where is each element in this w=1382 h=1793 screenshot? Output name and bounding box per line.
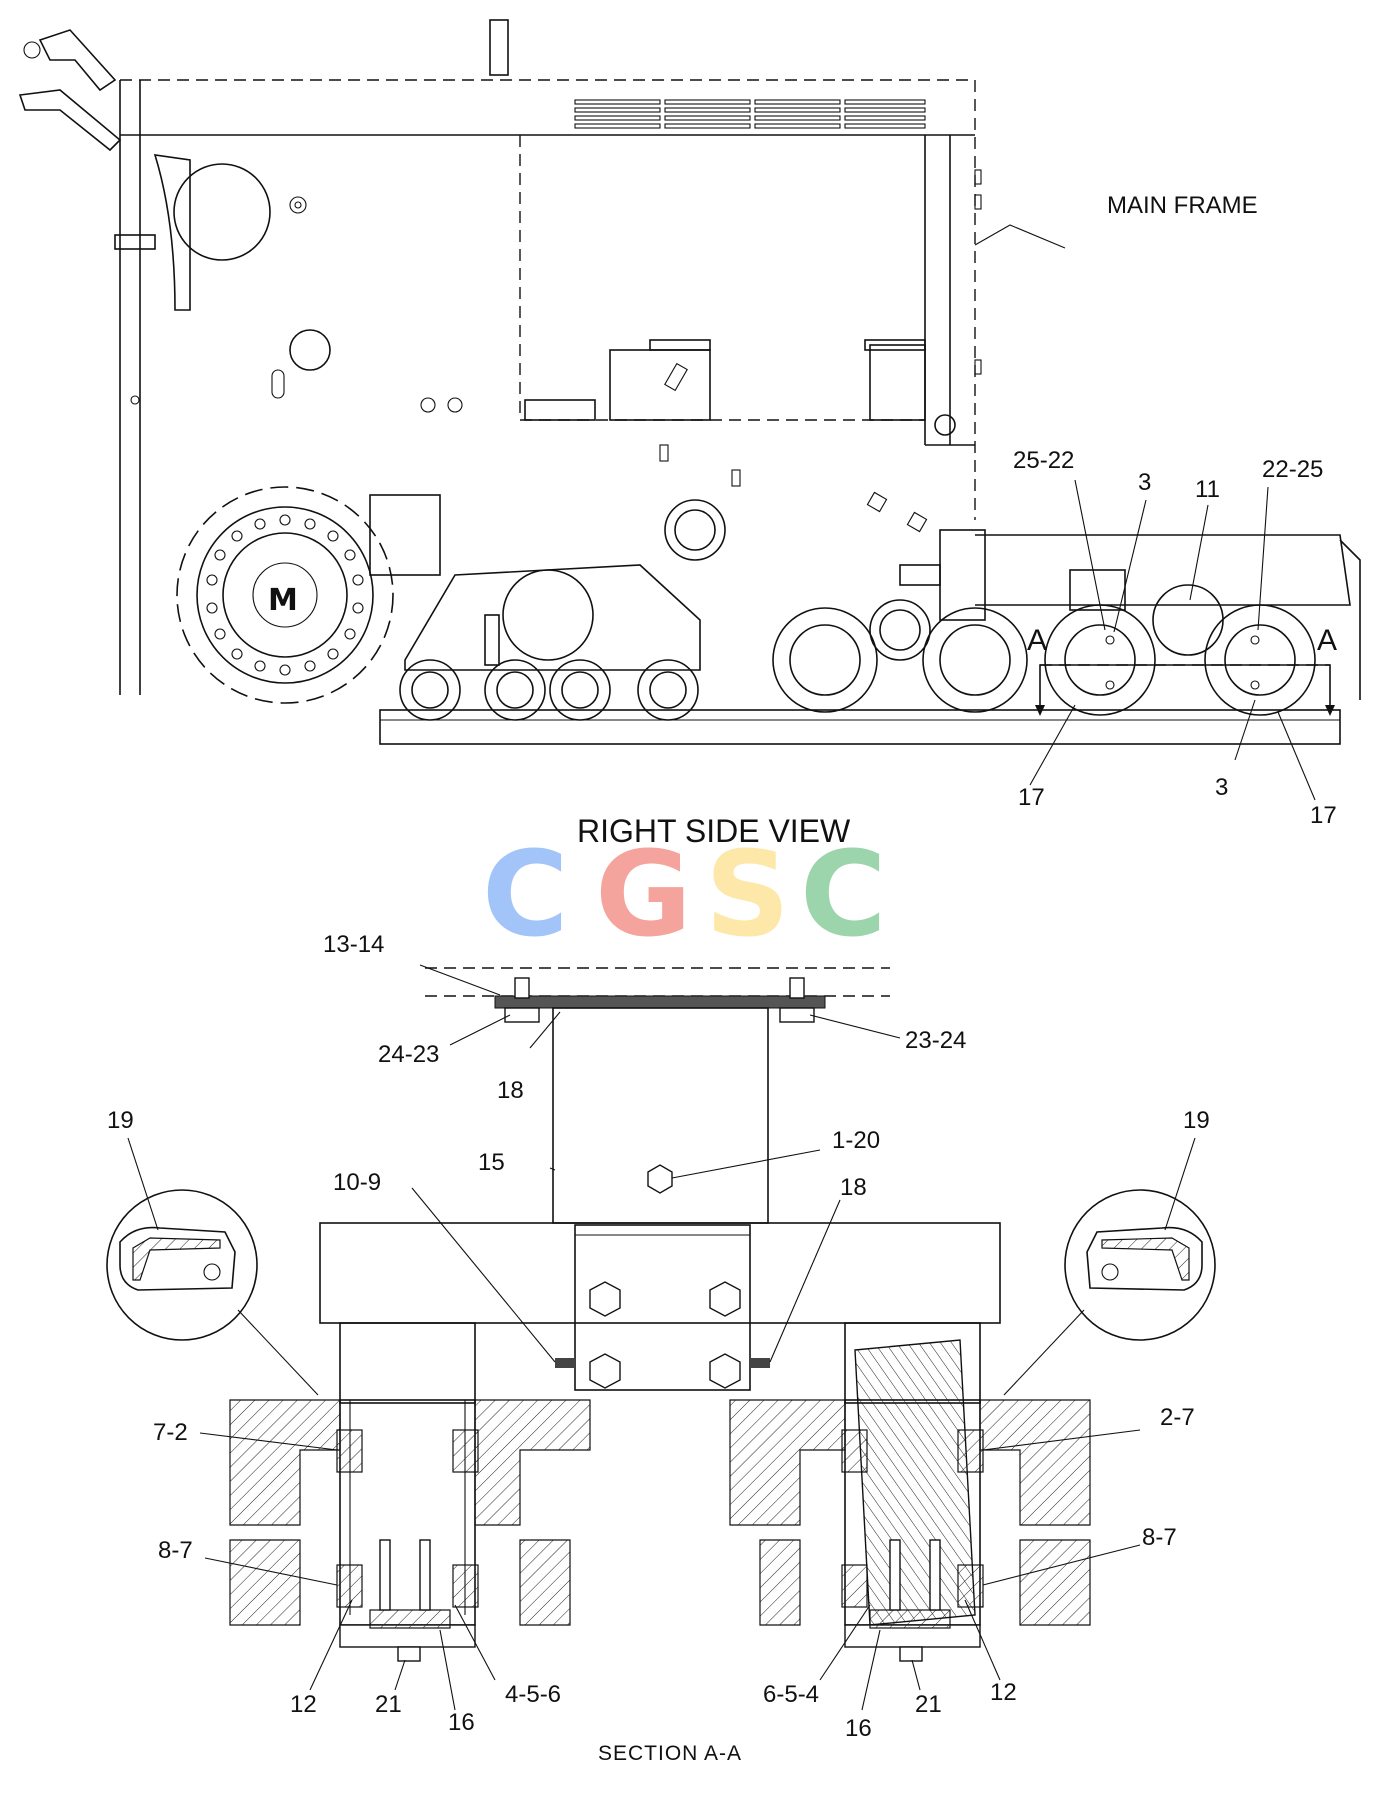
watermark-letter-c1: C	[482, 825, 569, 963]
callout-13-14: 13-14	[323, 931, 384, 958]
leader-lines-section	[127, 964, 1196, 1711]
callout-8-7-right: 8-7	[1142, 1524, 1177, 1551]
callout-18-top: 18	[497, 1077, 524, 1104]
section-title: SECTION A-A	[598, 1742, 742, 1765]
callout-3-upper: 3	[1138, 469, 1151, 496]
section-marker-left: A	[1027, 624, 1047, 657]
drive-sprocket: M	[176, 486, 394, 704]
callout-21-left: 21	[375, 1691, 402, 1718]
left-roller-section	[229, 1322, 591, 1662]
seal-detail-left	[106, 1189, 319, 1396]
seal-detail-right	[1003, 1189, 1216, 1396]
watermark-letter-g: G	[595, 825, 692, 963]
callout-22-25: 22-25	[1262, 456, 1323, 483]
callout-19-right: 19	[1183, 1107, 1210, 1134]
callout-3-lower: 3	[1215, 774, 1228, 801]
callout-24-23: 24-23	[378, 1041, 439, 1068]
section-marker-right: A	[1317, 624, 1337, 657]
callout-19-left: 19	[107, 1107, 134, 1134]
track-roller-frame	[399, 499, 726, 721]
callout-7-2: 7-2	[153, 1419, 188, 1446]
callout-12-right: 12	[990, 1679, 1017, 1706]
track-rail	[379, 709, 1341, 745]
section-a-a: 13-14 24-23 23-24 18 19 19 15 1-20 10-9 …	[106, 931, 1216, 1765]
callout-17-left: 17	[1018, 784, 1045, 811]
watermark-letter-c2: C	[800, 825, 887, 963]
callout-10-9: 10-9	[333, 1169, 381, 1196]
louver-vents	[574, 99, 926, 129]
callout-11: 11	[1195, 476, 1220, 503]
callout-16-right: 16	[845, 1715, 872, 1742]
callout-15: 15	[478, 1149, 505, 1176]
main-frame-label: MAIN FRAME	[1107, 192, 1258, 219]
track-rollers	[772, 529, 1361, 716]
callout-21-right: 21	[915, 1691, 942, 1718]
cgsc-watermark-logo: C G S C	[482, 825, 887, 963]
right-roller-section	[729, 1322, 1091, 1662]
right-side-view-title: RIGHT SIDE VIEW	[577, 813, 851, 849]
callout-4-5-6: 4-5-6	[505, 1681, 561, 1708]
main-frame	[18, 19, 982, 695]
callout-8-7-left: 8-7	[158, 1537, 193, 1564]
callout-23-24: 23-24	[905, 1027, 966, 1054]
callout-1-20: 1-20	[832, 1127, 880, 1154]
sprocket-guard	[369, 494, 441, 576]
callout-6-5-4: 6-5-4	[763, 1681, 819, 1708]
callout-2-7: 2-7	[1160, 1404, 1195, 1431]
callout-12-left: 12	[290, 1691, 317, 1718]
watermark-letter-s: S	[705, 825, 790, 963]
callout-17-right: 17	[1310, 802, 1337, 829]
callout-16-left: 16	[448, 1709, 475, 1736]
svg-text:M: M	[268, 583, 298, 618]
section-cut-line: A A	[1027, 624, 1337, 716]
callout-25-22: 25-22	[1013, 447, 1074, 474]
right-side-view: M	[18, 19, 1361, 829]
leader-lines-top	[974, 224, 1316, 801]
callout-18-right: 18	[840, 1174, 867, 1201]
